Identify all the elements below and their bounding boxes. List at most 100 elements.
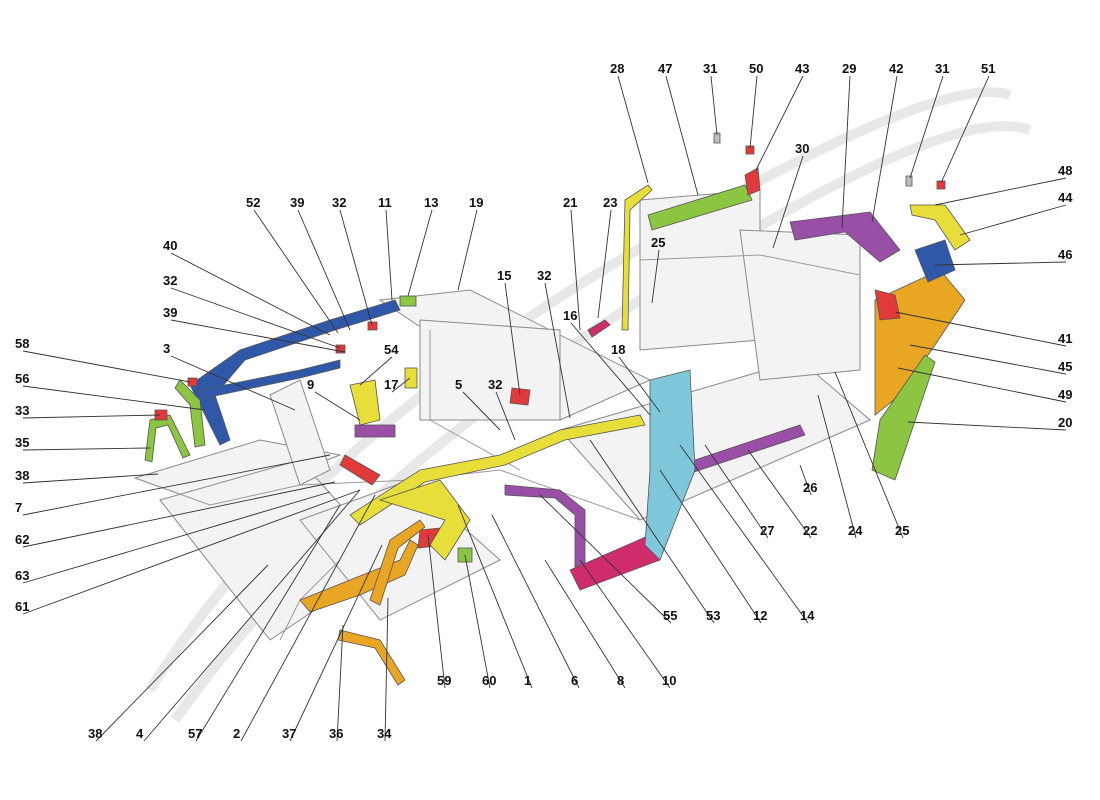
callout-c60[interactable]: 60 — [482, 673, 496, 688]
callout-c6[interactable]: 6 — [571, 673, 578, 688]
callout-c58[interactable]: 58 — [15, 336, 29, 351]
callout-c63[interactable]: 63 — [15, 568, 29, 583]
leader-c7 — [22, 454, 331, 516]
callout-c16[interactable]: 16 — [563, 308, 577, 323]
callout-c56[interactable]: 56 — [15, 371, 29, 386]
callout-c55[interactable]: 55 — [663, 608, 677, 623]
callout-c42[interactable]: 42 — [889, 61, 903, 76]
callout-c46[interactable]: 46 — [1058, 247, 1072, 262]
callout-c47[interactable]: 47 — [658, 61, 672, 76]
callout-c49[interactable]: 49 — [1058, 387, 1072, 402]
callout-c37[interactable]: 37 — [282, 726, 296, 741]
callout-c20[interactable]: 20 — [1058, 415, 1072, 430]
callout-c41[interactable]: 41 — [1058, 331, 1072, 346]
leader-c61 — [22, 489, 361, 615]
part-red-51 — [936, 180, 946, 190]
callout-c44[interactable]: 44 — [1058, 190, 1073, 205]
callout-c32a[interactable]: 32 — [332, 195, 346, 210]
callout-c22[interactable]: 22 — [803, 523, 817, 538]
callout-c11[interactable]: 11 — [378, 195, 392, 210]
callout-c1[interactable]: 1 — [524, 673, 531, 688]
part-orange-36 — [337, 629, 406, 686]
leader-c58 — [22, 350, 191, 383]
callout-c29[interactable]: 29 — [842, 61, 856, 76]
callout-c33[interactable]: 33 — [15, 403, 29, 418]
part-red-bracket-40 — [335, 344, 346, 354]
callout-c25b[interactable]: 25 — [895, 523, 909, 538]
callout-c23[interactable]: 23 — [603, 195, 617, 210]
callout-c26[interactable]: 26 — [803, 480, 817, 495]
callout-c35[interactable]: 35 — [15, 435, 29, 450]
callout-c28[interactable]: 28 — [610, 61, 624, 76]
callout-c9[interactable]: 9 — [307, 377, 314, 392]
callout-c52[interactable]: 52 — [246, 195, 260, 210]
callout-c5[interactable]: 5 — [455, 377, 462, 392]
part-red-15 — [509, 387, 531, 406]
leader-c41 — [894, 311, 1067, 347]
leader-c63 — [22, 491, 331, 584]
callout-c21[interactable]: 21 — [563, 195, 577, 210]
callout-c43[interactable]: 43 — [795, 61, 809, 76]
callout-c10[interactable]: 10 — [662, 673, 676, 688]
leader-c31a — [710, 75, 718, 136]
leader-c47 — [665, 75, 699, 196]
callout-c19[interactable]: 19 — [469, 195, 483, 210]
callout-c31a[interactable]: 31 — [703, 61, 717, 76]
leader-c49 — [897, 367, 1067, 403]
part-clip-31b — [905, 175, 913, 187]
callout-c54[interactable]: 54 — [384, 342, 399, 357]
callout-c12[interactable]: 12 — [753, 608, 767, 623]
callout-c51[interactable]: 51 — [981, 61, 995, 76]
callout-c15[interactable]: 15 — [497, 268, 511, 283]
callout-c32c[interactable]: 32 — [537, 268, 551, 283]
leader-c1 — [457, 504, 533, 689]
callout-c50[interactable]: 50 — [749, 61, 763, 76]
part-green-20 — [871, 354, 936, 481]
part-pink-23 — [587, 319, 611, 338]
leader-c48 — [934, 177, 1067, 206]
callout-c34[interactable]: 34 — [377, 726, 392, 741]
callout-c40[interactable]: 40 — [163, 238, 177, 253]
leader-c29 — [841, 75, 851, 229]
leader-c9 — [314, 391, 361, 421]
callout-c45[interactable]: 45 — [1058, 359, 1072, 374]
callout-c53[interactable]: 53 — [706, 608, 720, 623]
callout-c38a[interactable]: 38 — [15, 468, 29, 483]
leader-c25a — [651, 249, 660, 304]
leader-c4 — [143, 489, 361, 742]
callout-c8[interactable]: 8 — [617, 673, 624, 688]
leader-c13 — [407, 209, 433, 297]
callout-c25a[interactable]: 25 — [651, 235, 665, 250]
callout-c39b[interactable]: 39 — [163, 305, 177, 320]
callout-c13[interactable]: 13 — [424, 195, 438, 210]
callout-c18[interactable]: 18 — [611, 342, 625, 357]
callout-c57[interactable]: 57 — [188, 726, 202, 741]
leader-c26 — [799, 464, 812, 496]
callout-c59[interactable]: 59 — [437, 673, 451, 688]
callout-c24[interactable]: 24 — [848, 523, 863, 538]
callout-c61[interactable]: 61 — [15, 599, 29, 614]
leader-c24 — [817, 394, 857, 539]
callout-c62[interactable]: 62 — [15, 532, 29, 547]
callout-c39a[interactable]: 39 — [290, 195, 304, 210]
callout-c36[interactable]: 36 — [329, 726, 343, 741]
colored-parts — [144, 132, 971, 686]
leader-c33 — [22, 414, 161, 419]
callout-c4[interactable]: 4 — [136, 726, 144, 741]
callout-c48[interactable]: 48 — [1058, 163, 1072, 178]
callout-c30[interactable]: 30 — [795, 141, 809, 156]
leader-c51 — [940, 75, 990, 184]
callout-c2[interactable]: 2 — [233, 726, 240, 741]
callout-c3[interactable]: 3 — [163, 341, 170, 356]
callout-c38b[interactable]: 38 — [88, 726, 102, 741]
callout-c7[interactable]: 7 — [15, 500, 22, 515]
callout-c32d[interactable]: 32 — [488, 377, 502, 392]
callout-c14[interactable]: 14 — [800, 608, 815, 623]
callout-c27[interactable]: 27 — [760, 523, 774, 538]
callout-c31b[interactable]: 31 — [935, 61, 949, 76]
callout-c17[interactable]: 17 — [384, 377, 398, 392]
leader-c39b — [170, 319, 346, 353]
leader-c16 — [570, 322, 651, 416]
leader-c12 — [659, 469, 762, 624]
callout-c32b[interactable]: 32 — [163, 273, 177, 288]
